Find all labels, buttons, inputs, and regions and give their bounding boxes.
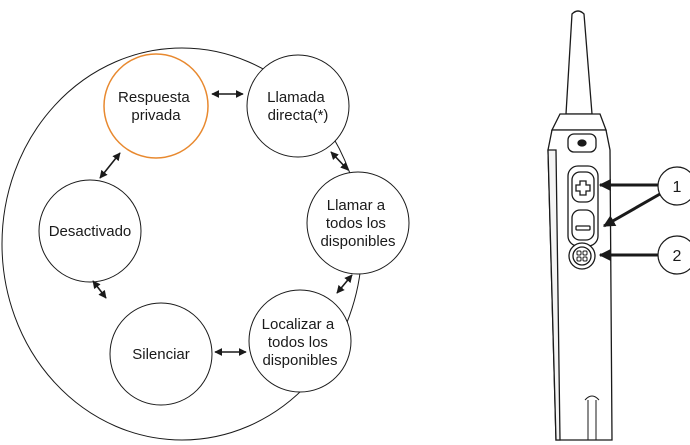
callouts: 1 2 <box>598 166 690 275</box>
node-line: disponibles <box>320 233 395 250</box>
minus-icon <box>575 225 591 231</box>
callout-1-number: 1 <box>673 179 682 196</box>
radio-device <box>547 10 613 441</box>
radio-lower-curve <box>584 395 600 401</box>
radio-side-button-inner <box>572 246 592 266</box>
arrow-llamada-llamar <box>330 151 349 171</box>
node-silenciar: Silenciar <box>109 302 213 406</box>
radio-lower-detail <box>587 400 597 440</box>
node-desactivado: Desactivado <box>38 179 142 283</box>
node-line: Silenciar <box>132 346 190 363</box>
arrow-silenciar-desactivado <box>92 280 107 299</box>
node-line: todos los <box>326 215 386 232</box>
callout-2-circle <box>657 235 690 275</box>
node-llamar-todos: Llamar a todos los disponibles <box>306 171 410 275</box>
callout-1-arrow-down <box>602 192 661 228</box>
node-line: privada <box>131 107 181 124</box>
node-silenciar-circle <box>109 302 213 406</box>
node-localizar-todos-circle <box>248 289 352 393</box>
node-line: directa(*) <box>268 107 329 124</box>
mode-cycle-nodes: Respuesta privada Llamada directa(*) Lla… <box>38 53 410 406</box>
mode-cycle-arrows <box>92 90 353 356</box>
node-llamada-directa-circle <box>246 54 350 158</box>
node-line: Localizar a <box>262 316 335 333</box>
callout-2-number: 2 <box>673 248 682 265</box>
node-desactivado-circle <box>38 179 142 283</box>
node-llamada-directa: Llamada directa(*) <box>246 54 350 158</box>
radio-back-strip <box>547 149 561 441</box>
node-localizar-todos: Localizar a todos los disponibles <box>248 289 352 393</box>
node-silenciar-label: Silenciar <box>132 346 190 363</box>
node-llamada-directa-label: Llamada directa(*) <box>267 89 329 124</box>
node-line: todos los <box>268 334 328 351</box>
callout-1-circle <box>657 166 690 206</box>
node-line: Desactivado <box>49 223 132 240</box>
grid-icon <box>576 250 588 262</box>
node-line: Llamada <box>267 89 325 106</box>
callout-2: 2 <box>598 235 690 275</box>
node-desactivado-label: Desactivado <box>49 223 132 240</box>
callout-1: 1 <box>598 166 690 228</box>
node-respuesta-privada-circle <box>103 53 209 159</box>
node-line: Respuesta <box>118 89 190 106</box>
arrow-desactivado-respuesta <box>99 152 121 179</box>
arrow-llamar-localizar <box>336 274 353 294</box>
node-line: disponibles <box>262 352 337 369</box>
radio-top-button-dot <box>577 139 587 147</box>
radio-antenna <box>565 10 593 115</box>
radio-volume-down <box>571 209 595 241</box>
node-respuesta-privada: Respuesta privada <box>103 53 209 159</box>
plus-icon <box>575 180 591 196</box>
node-respuesta-privada-label: Respuesta privada <box>118 89 194 124</box>
node-localizar-todos-label: Localizar a todos los disponibles <box>262 316 339 369</box>
node-llamar-todos-circle <box>306 171 410 275</box>
radio-top <box>550 113 607 131</box>
node-llamar-todos-label: Llamar a todos los disponibles <box>320 197 395 250</box>
node-line: Llamar a <box>327 197 386 214</box>
